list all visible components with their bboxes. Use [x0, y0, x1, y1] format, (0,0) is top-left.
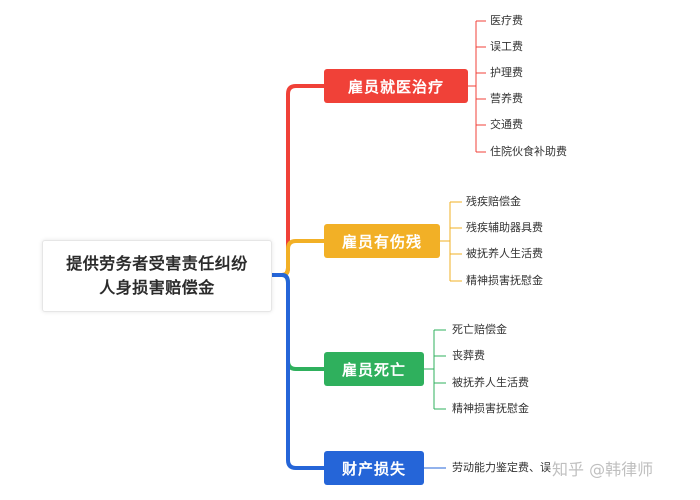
- root-title-line1: 提供劳务者受害责任纠纷: [66, 254, 248, 273]
- root-node[interactable]: 提供劳务者受害责任纠纷 人身损害赔偿金: [42, 240, 272, 312]
- connector-death: [268, 273, 326, 371]
- leaf-lost-wages[interactable]: 误工费: [490, 40, 523, 53]
- leaf-mental-damage-solatium[interactable]: 精神损害抚慰金: [466, 274, 543, 287]
- watermark: 知乎 @韩律师: [552, 460, 654, 479]
- leaf-dependent-living-fee[interactable]: 被抚养人生活费: [466, 247, 543, 260]
- leaf-medical-fee[interactable]: 医疗费: [490, 14, 523, 27]
- branch-medical-treatment[interactable]: 雇员就医治疗: [324, 69, 468, 103]
- branch-property-loss[interactable]: 财产损失: [324, 451, 424, 485]
- leaf-mental-damage-solatium-2[interactable]: 精神损害抚慰金: [452, 402, 529, 415]
- leaf-disability-compensation[interactable]: 残疾赔偿金: [466, 195, 521, 208]
- branch-disability[interactable]: 雇员有伤残: [324, 224, 440, 258]
- leaf-nursing-fee[interactable]: 护理费: [490, 66, 523, 79]
- leaf-funeral-fee[interactable]: 丧葬费: [452, 349, 485, 362]
- leaf-assistive-device-fee[interactable]: 残疾辅助器具费: [466, 221, 543, 234]
- connector-injury: [268, 239, 326, 277]
- connector-property: [268, 273, 326, 470]
- bracket-medical: [468, 20, 486, 153]
- leaf-death-compensation[interactable]: 死亡赔偿金: [452, 323, 507, 336]
- leaf-hospital-meal-subsidy[interactable]: 住院伙食补助费: [490, 145, 567, 158]
- bracket-injury: [440, 201, 462, 282]
- leaf-work-capacity-appraisal[interactable]: 劳动能力鉴定费、误: [452, 461, 551, 474]
- root-title-line2: 人身损害赔偿金: [99, 278, 215, 297]
- leaf-nutrition-fee[interactable]: 营养费: [490, 92, 523, 105]
- branch-death[interactable]: 雇员死亡: [324, 352, 424, 386]
- bracket-death: [424, 329, 446, 410]
- leaf-dependent-living-fee-2[interactable]: 被抚养人生活费: [452, 376, 529, 389]
- leaf-transport-fee[interactable]: 交通费: [490, 118, 523, 131]
- connector-medical: [268, 84, 326, 277]
